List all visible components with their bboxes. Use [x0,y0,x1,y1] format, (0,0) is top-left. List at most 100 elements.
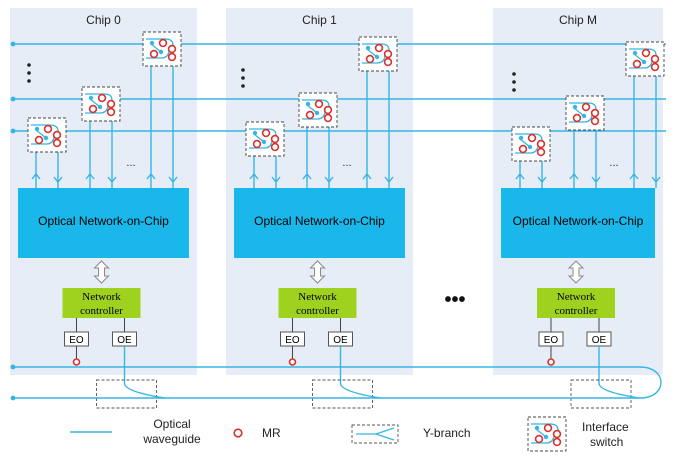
mr-ring [52,130,62,140]
switch-port-dot [158,49,164,55]
mr-ring [572,113,582,123]
switch-port-dot [97,104,103,110]
onoc-label: Optical Network-on-Chip [513,214,644,228]
mr-ring [149,49,159,59]
ellipsis-dot [512,72,516,76]
switch-port-dot [305,101,311,107]
mr-ring [314,99,324,109]
mr-ring [88,104,98,114]
mr-ring [552,429,562,439]
interface-switch-icon [358,36,398,72]
mr-ring [536,139,546,149]
network-controller-block [278,288,357,318]
switch-waveguide [515,145,539,154]
switch-port-dot [149,40,155,46]
switch-waveguide [302,99,330,107]
arrow-down-icon [53,176,63,184]
switch-port-dot [261,139,267,145]
switch-port-dot [34,126,40,132]
switch-waveguide [362,55,386,64]
mr-ring [167,44,177,54]
switch-waveguide [85,93,113,101]
mr-ring [527,133,537,143]
oe-label: OE [592,335,607,346]
mr-ring [288,358,297,366]
chip-title: Chip 1 [302,13,337,27]
legend-y-branch-label: Y-branch [423,426,471,440]
mr-ring [106,107,116,117]
arrow-down-icon [384,176,394,184]
legend-switch-label-line2: switch [590,435,623,449]
mr-ring [323,113,333,123]
waveguide-endpoint-dot [10,364,16,370]
arrow-up-icon [302,172,312,180]
controller-label-line1: Network [557,291,596,303]
waveguide-endpoint-dot [10,395,16,401]
port-ellipsis: ... [609,157,618,169]
arrow-down-icon [651,176,661,184]
switch-waveguide [569,102,597,110]
switch-dashed-box [511,126,551,162]
mr-ring [72,358,81,366]
legend-y-branch-box [351,424,399,444]
onoc-label: Optical Network-on-Chip [38,214,169,228]
switch-waveguide [569,114,593,123]
mr-ring [270,142,280,152]
eo-label: EO [544,335,559,346]
legend-mr-label: MR [262,426,281,440]
switch-waveguide [146,38,174,46]
mr-ring [536,147,546,157]
legend-switch-label-line1: Interface [582,420,629,434]
mr-ring [581,102,591,112]
mr-ring [158,38,168,48]
port-ellipsis: ... [342,157,351,169]
switch-port-dot [314,110,320,116]
switch-dashed-box [625,41,665,77]
onoc-block [501,188,655,258]
controller-label-line1: Network [82,291,121,303]
switch-dashed-box [358,36,398,72]
y-branch-dashed-box [570,379,632,409]
mr-ring [305,110,315,120]
mr-ring [43,124,53,134]
controller-label-line1: Network [298,291,337,303]
arrow-down-icon [537,176,547,184]
mr-ring [323,105,333,115]
chip-title: Chip 0 [86,13,121,27]
switch-port-dot [252,130,258,136]
mr-ring [543,423,553,433]
mr-ring [632,59,642,69]
switch-port-dot [572,104,578,110]
switch-waveguide [629,60,653,69]
vertical-ellipsis [241,68,245,88]
chip-internals: ...Optical Network-on-ChipNetworkcontrol… [18,66,189,409]
controller-label-line2: controller [80,305,123,317]
mr-ring [106,99,116,109]
mr-ring [167,52,177,62]
arrow-down-icon [107,176,117,184]
switch-port-dot [543,434,549,440]
bidirectional-arrow-icon [93,260,110,284]
interface-switch-icon [245,121,285,157]
switch-waveguide [249,128,277,136]
switch-port-dot [518,135,524,141]
switch-port-dot [527,144,533,150]
switch-port-dot [641,59,647,65]
y-branch-dashed-box [312,379,373,409]
vertical-ellipsis [27,63,31,83]
waveguide-endpoint-dot [10,41,16,47]
chip-title: Chip M [559,13,597,27]
interface-switch-icon [565,95,605,131]
ellipsis-dot [27,71,31,75]
mr-ring [97,93,107,103]
mr-ring [34,135,44,145]
arrow-up-icon [515,172,525,180]
vertical-ellipsis [512,72,516,92]
mr-ring [518,144,528,154]
mr-ring [650,54,660,64]
switch-port-dot [88,95,94,101]
arrow-up-icon [569,172,579,180]
legend-waveguide-label-line1: Optical [153,417,190,431]
waveguide-endpoint-dot [10,96,16,102]
arrow-up-icon [85,172,95,180]
